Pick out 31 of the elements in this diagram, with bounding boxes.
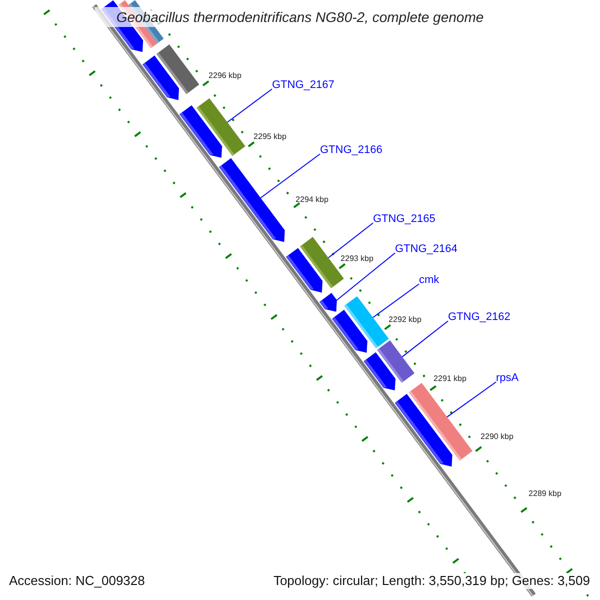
gene-label: GTNG_2165 — [373, 213, 436, 226]
position-label: 2291 kbp — [434, 374, 466, 384]
leader-line — [328, 222, 374, 258]
leader-line — [336, 252, 396, 301]
gene-label: rpsA — [496, 372, 519, 385]
gene-feature — [320, 292, 337, 312]
position-label: 2295 kbp — [254, 132, 286, 142]
leader-line — [226, 88, 272, 123]
accession-text: Accession: NC_009328 — [9, 573, 145, 589]
leader-line — [446, 382, 496, 418]
leader-line — [372, 284, 420, 318]
position-label: 2294 kbp — [296, 195, 328, 205]
gene-label: GTNG_2166 — [320, 144, 382, 157]
gene-bar — [344, 296, 389, 348]
gene-bar — [196, 98, 246, 156]
gene-bar — [156, 44, 200, 94]
gene-bar — [408, 382, 472, 461]
position-label: 2289 kbp — [528, 489, 562, 499]
gene-label: GTNG_2167 — [272, 79, 334, 92]
gene-label: GTNG_2162 — [448, 311, 510, 324]
gene-bar — [377, 340, 414, 383]
position-label: 2293 kbp — [340, 254, 374, 264]
leader-line — [402, 320, 448, 358]
position-label: 2292 kbp — [388, 315, 422, 325]
position-label: 2296 kbp — [208, 71, 242, 81]
gene-label: cmk — [419, 274, 440, 287]
leader-line — [260, 154, 320, 198]
gene-label: GTNG_2164 — [395, 243, 458, 256]
gene-feature — [219, 158, 285, 242]
position-label: 2290 kbp — [480, 432, 514, 442]
genome-summary-text: Topology: circular; Length: 3,550,319 bp; Genes: 3,509 — [273, 573, 590, 589]
